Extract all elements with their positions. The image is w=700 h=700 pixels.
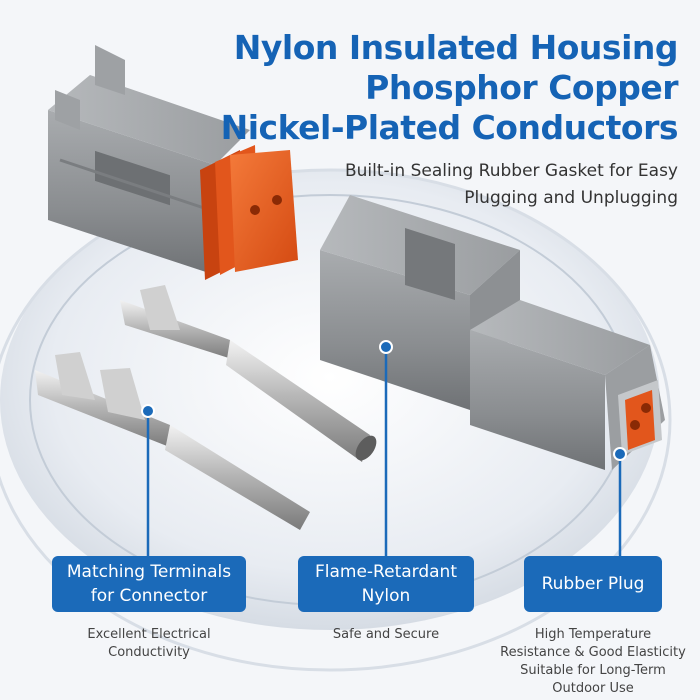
note-plug-line-3: Suitable for Long-Term: [520, 663, 666, 678]
headline-line-1: Nylon Insulated Housing: [233, 28, 679, 67]
receptacle-housing: [48, 45, 250, 275]
note-plug-line-1: High Temperature: [534, 627, 652, 642]
callout-terminals-line-1: Matching Terminals: [66, 562, 232, 582]
terminal-pin-lower: [35, 352, 310, 530]
subheadline-line-2: Plugging and Unplugging: [464, 188, 678, 208]
pointer-plug: [613, 447, 627, 556]
subheadline-line-1: Built-in Sealing Rubber Gasket for Easy: [345, 161, 678, 181]
note-terminals: Excellent Electrical Conductivity: [52, 626, 246, 662]
note-terminals-line-1: Excellent Electrical: [87, 627, 211, 642]
note-nylon-line-1: Safe and Secure: [332, 627, 440, 642]
sealing-gasket: [200, 145, 298, 280]
note-plug: High Temperature Resistance & Good Elast…: [488, 626, 698, 698]
terminal-pin-upper: [120, 285, 377, 462]
headline-line-3: Nickel-Plated Conductors: [220, 108, 679, 147]
note-terminals-line-2: Conductivity: [108, 645, 190, 660]
callout-plug: Rubber Plug: [524, 556, 662, 612]
pointer-terminals: [141, 404, 155, 556]
callout-nylon-line-2: Nylon: [361, 586, 411, 606]
rubber-plug: [618, 380, 662, 455]
callout-terminals-line-2: for Connector: [90, 586, 208, 606]
plug-housing: [320, 195, 665, 470]
callout-nylon: Flame-Retardant Nylon: [298, 556, 474, 612]
headline: Nylon Insulated Housing Phosphor Copper …: [158, 28, 679, 148]
note-nylon: Safe and Secure: [298, 626, 474, 644]
subheadline: Built-in Sealing Rubber Gasket for Easy …: [218, 158, 678, 212]
pointer-nylon: [379, 340, 393, 556]
note-plug-line-4: Outdoor Use: [552, 681, 634, 696]
note-plug-line-2: Resistance & Good Elasticity: [500, 645, 686, 660]
callout-nylon-line-1: Flame-Retardant: [314, 562, 457, 582]
callout-plug-line-1: Rubber Plug: [541, 574, 645, 594]
callout-terminals: Matching Terminals for Connector: [52, 556, 246, 612]
headline-line-2: Phosphor Copper: [365, 68, 678, 107]
